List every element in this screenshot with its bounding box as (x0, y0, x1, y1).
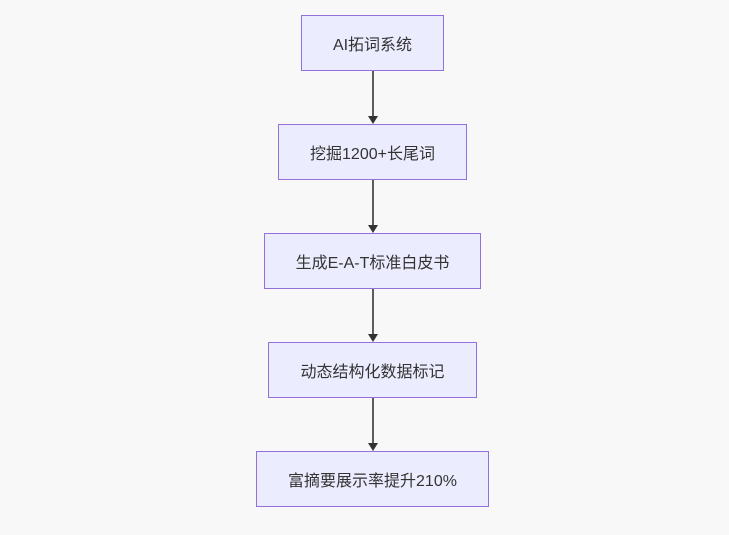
flow-node-label: 挖掘1200+长尾词 (310, 146, 435, 163)
down-arrowhead-icon (367, 443, 378, 451)
flow-node-structured-data-markup: 动态结构化数据标记 (268, 342, 477, 398)
edge-b-c (367, 180, 378, 233)
down-arrowhead-icon (367, 334, 378, 342)
edge-a-b (367, 71, 378, 124)
edge-line (371, 398, 374, 443)
flow-node-rich-snippet-rate: 富摘要展示率提升210% (256, 451, 489, 507)
flow-node-label: 富摘要展示率提升210% (288, 473, 457, 490)
down-arrowhead-icon (367, 116, 378, 124)
edge-line (371, 180, 374, 225)
flow-node-ai-keyword-system: AI拓词系统 (300, 15, 445, 71)
edge-d-e (367, 398, 378, 451)
flow-node-eat-whitepaper: 生成E-A-T标准白皮书 (263, 233, 482, 289)
flow-node-longtail-mining: 挖掘1200+长尾词 (278, 124, 467, 180)
edge-c-d (367, 289, 378, 342)
flow-node-label: AI拓词系统 (332, 37, 413, 54)
edge-line (371, 289, 374, 334)
flow-node-label: 生成E-A-T标准白皮书 (295, 255, 450, 272)
down-arrowhead-icon (367, 225, 378, 233)
flow-node-label: 动态结构化数据标记 (300, 364, 445, 381)
edge-line (371, 71, 374, 116)
flowchart: AI拓词系统 挖掘1200+长尾词 生成E-A-T标准白皮书 动态结构化数据标记… (8, 15, 729, 507)
